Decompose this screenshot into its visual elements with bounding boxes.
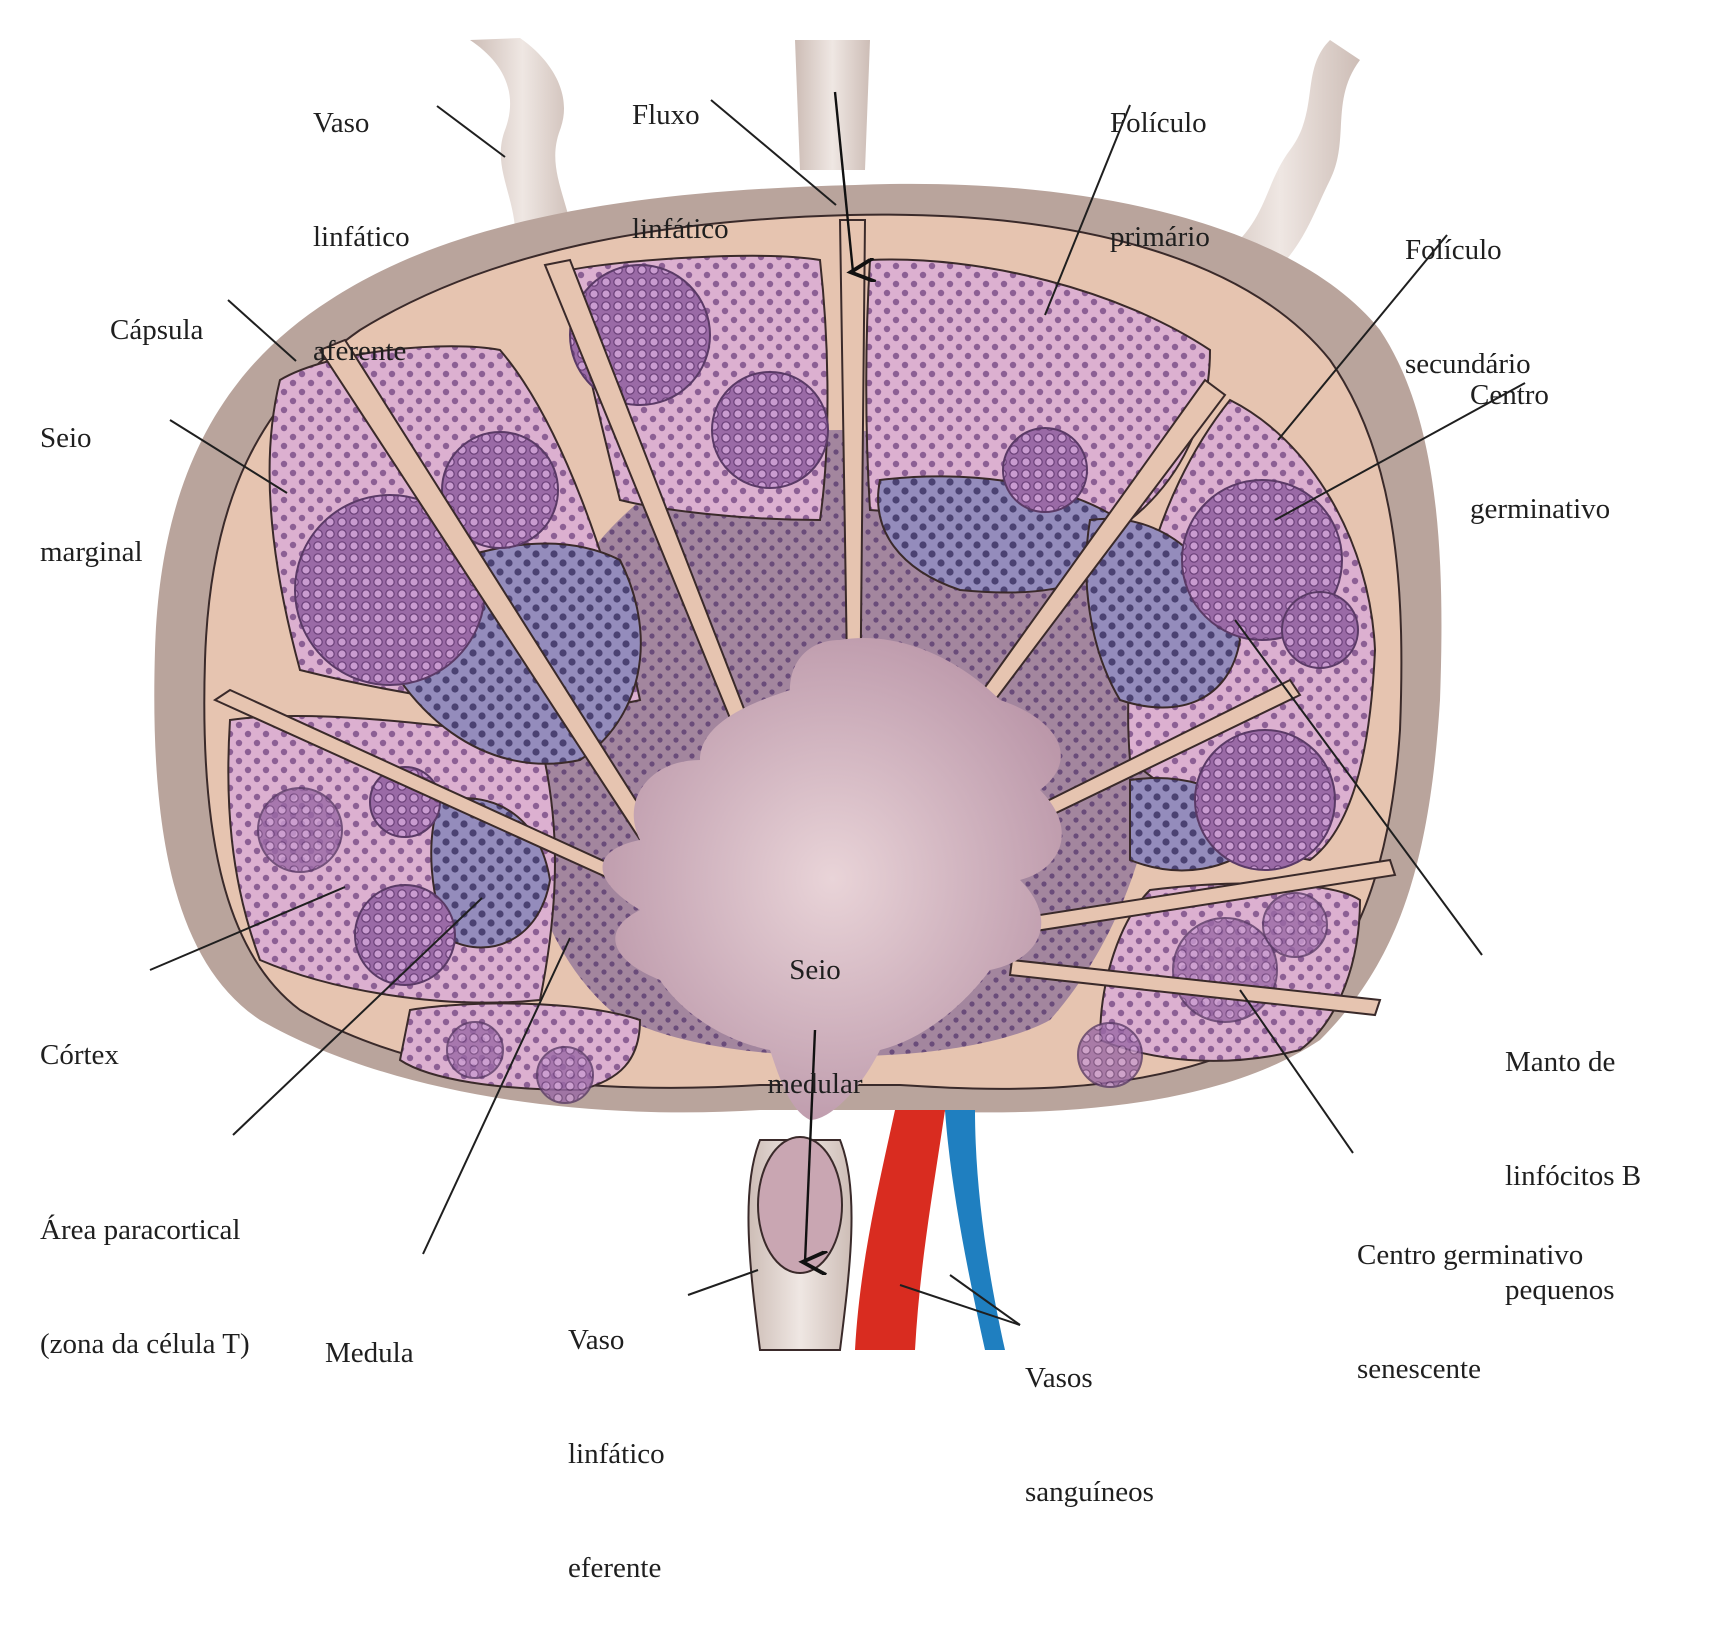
label-line: primário [1110, 221, 1210, 253]
label-paracortical-area: Área paracortical (zona da célula T) [40, 1135, 250, 1401]
label-senescent-germinal-center: Centro germinativo senescente [1357, 1160, 1583, 1426]
label-line: Manto de [1505, 1046, 1616, 1078]
label-line: linfático [568, 1438, 665, 1470]
label-primary-follicle: Folículo primário [1110, 28, 1210, 294]
label-line: Vaso [313, 107, 370, 139]
label-marginal-sinus: Seio marginal [40, 343, 143, 609]
leader-lines [149, 99, 1526, 1326]
label-line: germinativo [1470, 493, 1611, 525]
follicle [1281, 591, 1359, 669]
label-cortex: Córtex [40, 960, 119, 1112]
label-line: Vaso [568, 1324, 625, 1356]
label-line: (zona da célula T) [40, 1328, 250, 1360]
senescent-germinal-center [1172, 917, 1278, 1023]
follicle [257, 787, 343, 873]
afferent-vessel-right [1200, 40, 1360, 290]
label-line: Fluxo [632, 99, 700, 131]
label-capsule: Cápsula [110, 235, 203, 387]
label-line: Vasos [1025, 1362, 1093, 1394]
afferent-vessel-top [795, 40, 870, 170]
label-line: Centro germinativo [1357, 1239, 1584, 1271]
label-line: Cápsula [110, 314, 204, 346]
follicle [354, 884, 456, 986]
follicle [1194, 729, 1336, 871]
label-lymph-flow: Fluxo linfático [632, 20, 729, 286]
label-medullary-sinus: Seio medular [760, 875, 870, 1141]
label-line: Centro [1470, 379, 1549, 411]
label-line: linfático [313, 221, 410, 253]
label-secondary-follicle: Folículo secundário [1405, 155, 1531, 421]
follicle [1002, 427, 1088, 513]
label-germinal-center: Centro germinativo [1470, 300, 1610, 566]
label-line: Seio [789, 954, 841, 986]
lymph-node-diagram [149, 38, 1526, 1351]
label-line: medular [767, 1068, 863, 1100]
label-line: sanguíneos [1025, 1476, 1154, 1508]
label-line: linfático [632, 213, 729, 245]
trabeculae [212, 219, 1397, 1017]
label-line: linfócitos B [1505, 1160, 1642, 1192]
label-line: Córtex [40, 1039, 119, 1071]
label-line: eferente [568, 1552, 662, 1584]
label-afferent-lymph-vessel: Vaso linfático aferente [313, 28, 410, 408]
label-efferent-lymph-vessel: Vaso linfático eferente [568, 1245, 665, 1625]
follicle [536, 1046, 594, 1104]
label-line: secundário [1405, 348, 1531, 380]
label-line: pequenos [1505, 1274, 1615, 1306]
lymph-flow-arrow-in [833, 91, 853, 272]
follicle [446, 1021, 504, 1079]
lymph-flow-arrow-out [805, 1029, 815, 1262]
label-line: marginal [40, 536, 143, 568]
vein [945, 1110, 1005, 1350]
label-line: Folículo [1110, 107, 1207, 139]
afferent-vessel-left [470, 38, 575, 250]
label-blood-vessels: Vasos sanguíneos [1025, 1283, 1154, 1549]
follicle [441, 431, 559, 549]
label-line: Área paracortical [40, 1214, 241, 1246]
label-line: Medula [325, 1337, 414, 1369]
follicle [1077, 1022, 1143, 1088]
label-line: aferente [313, 335, 407, 367]
label-line: Seio [40, 422, 92, 454]
label-medulla: Medula [325, 1258, 414, 1410]
label-mantle-small-b-lymphocytes: Manto de linfócitos B pequenos [1505, 967, 1641, 1347]
artery [855, 1110, 945, 1350]
label-line: Folículo [1405, 234, 1502, 266]
label-line: senescente [1357, 1353, 1481, 1385]
follicle [711, 371, 829, 489]
medullary-sinus [602, 638, 1062, 1120]
follicle [1262, 892, 1328, 958]
